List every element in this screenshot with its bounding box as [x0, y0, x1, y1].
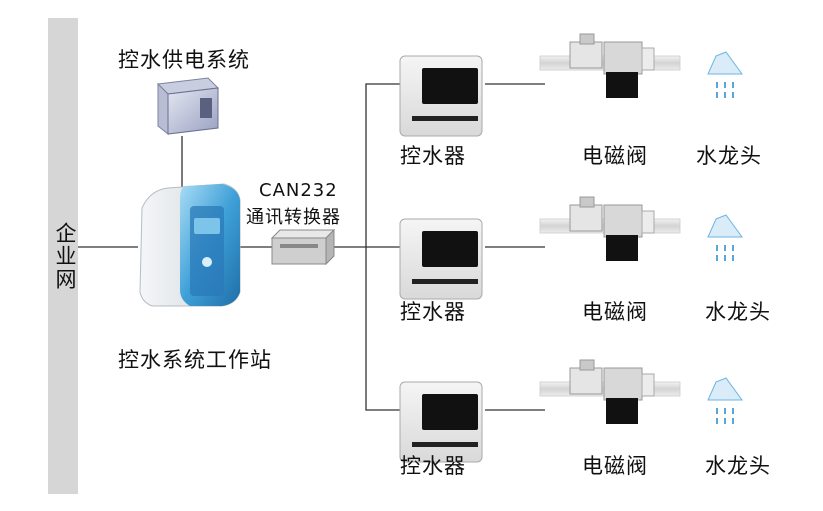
can232-converter [270, 228, 336, 266]
solenoid-valve-3 [539, 359, 681, 424]
solenoid-valve-2 [539, 196, 681, 261]
branch-2 [399, 196, 743, 300]
controller-box-3 [399, 381, 483, 463]
branch-3 [399, 359, 743, 463]
faucet-3 [707, 377, 743, 424]
controller-label-3: 控水器 [400, 454, 466, 478]
converter-model-label: CAN232 [259, 180, 338, 201]
connection-lines [78, 83, 545, 411]
converter-name-label: 通讯转换器 [246, 207, 341, 228]
branch-1 [399, 33, 743, 137]
enterprise-network-label: 企业网 [53, 222, 77, 291]
valve-label-2: 电磁阀 [582, 300, 648, 324]
solenoid-valve-1 [539, 33, 681, 98]
power-supply-unit [156, 77, 220, 136]
faucet-label-2: 水龙头 [705, 300, 771, 324]
faucet-1 [707, 51, 743, 98]
power-system-label: 控水供电系统 [118, 48, 250, 72]
workstation-tower [139, 183, 241, 307]
controller-label-1: 控水器 [400, 144, 466, 168]
workstation-label: 控水系统工作站 [118, 348, 272, 372]
faucet-2 [707, 214, 743, 261]
valve-label-1: 电磁阀 [582, 144, 648, 168]
controller-box-1 [399, 55, 483, 137]
faucet-label-3: 水龙头 [705, 454, 771, 478]
controller-box-2 [399, 218, 483, 300]
controller-label-2: 控水器 [400, 300, 466, 324]
enterprise-network-bar [48, 18, 78, 494]
valve-label-3: 电磁阀 [582, 454, 648, 478]
faucet-label-1: 水龙头 [696, 144, 762, 168]
